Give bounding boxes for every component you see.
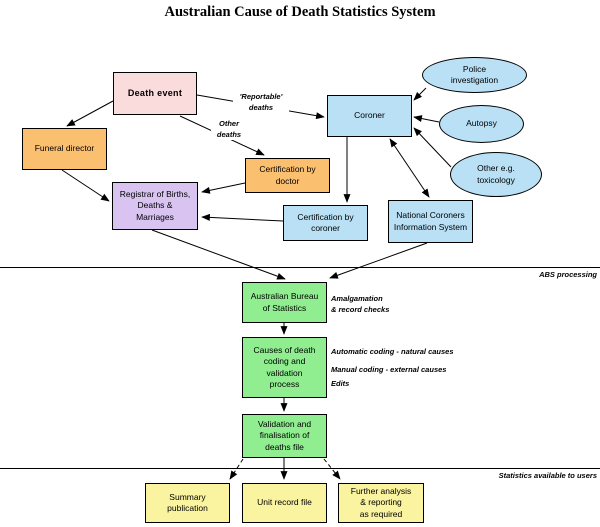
- arrow-coroner-ncis-bidirectional: [389, 138, 430, 198]
- node-summary-publication: Summary publication: [145, 483, 230, 523]
- arrow-certification-coroner-to-registrar: [201, 213, 284, 222]
- arrow-police-to-coroner: [413, 87, 427, 101]
- node-causes-of-death-coding: Causes of death coding and validation pr…: [242, 337, 327, 398]
- arrow-registrar-to-abs: [151, 229, 286, 280]
- node-registrar-births-deaths-marriages: Registrar of Births, Deaths & Marriages: [112, 182, 198, 230]
- edge-label-other-deaths: Other deaths: [211, 119, 247, 140]
- arrow-autopsy-to-coroner: [413, 115, 440, 123]
- node-certification-by-coroner: Certification by coroner: [283, 205, 368, 241]
- node-coroner: Coroner: [327, 95, 412, 137]
- arrow-validation-to-summary-publication: [229, 458, 244, 480]
- node-validation-finalisation: Validation and finalisation of deaths fi…: [242, 414, 327, 458]
- arrow-validation-to-further-analysis: [323, 458, 341, 480]
- annotation-automatic-coding: Automatic coding - natural causes: [331, 347, 454, 356]
- edge-label-reportable-deaths: 'Reportable' deaths: [233, 92, 289, 113]
- arrow-certification-doctor-to-registrar: [201, 182, 246, 194]
- page-title: Australian Cause of Death Statistics Sys…: [164, 4, 436, 20]
- arrow-toxicology-to-coroner: [413, 127, 452, 168]
- node-national-coroners-information-system: National Coroners Information System: [388, 200, 473, 243]
- node-police-investigation: Police investigation: [422, 57, 527, 93]
- annotation-amalgamation: Amalgamation & record checks: [331, 294, 390, 314]
- arrow-funeral-director-to-registrar: [61, 169, 110, 202]
- node-autopsy: Autopsy: [439, 105, 524, 143]
- node-certification-by-doctor: Certification by doctor: [245, 158, 330, 193]
- node-death-event: Death event: [113, 72, 197, 115]
- arrow-death-event-to-funeral-director: [66, 100, 114, 127]
- arrow-ncis-to-abs: [329, 242, 428, 279]
- section-label-statistics-available: Statistics available to users: [498, 471, 597, 480]
- node-australian-bureau-of-statistics: Australian Bureau of Statistics: [242, 282, 327, 323]
- node-other-toxicology: Other e.g. toxicology: [450, 152, 542, 197]
- annotation-manual-coding: Manual coding - external causes: [331, 365, 447, 374]
- node-further-analysis: Further analysis & reporting as required: [338, 483, 424, 523]
- annotation-edits: Edits: [331, 379, 350, 388]
- section-label-abs-processing: ABS processing: [539, 270, 597, 279]
- node-unit-record-file: Unit record file: [242, 483, 327, 523]
- node-funeral-director: Funeral director: [22, 128, 107, 170]
